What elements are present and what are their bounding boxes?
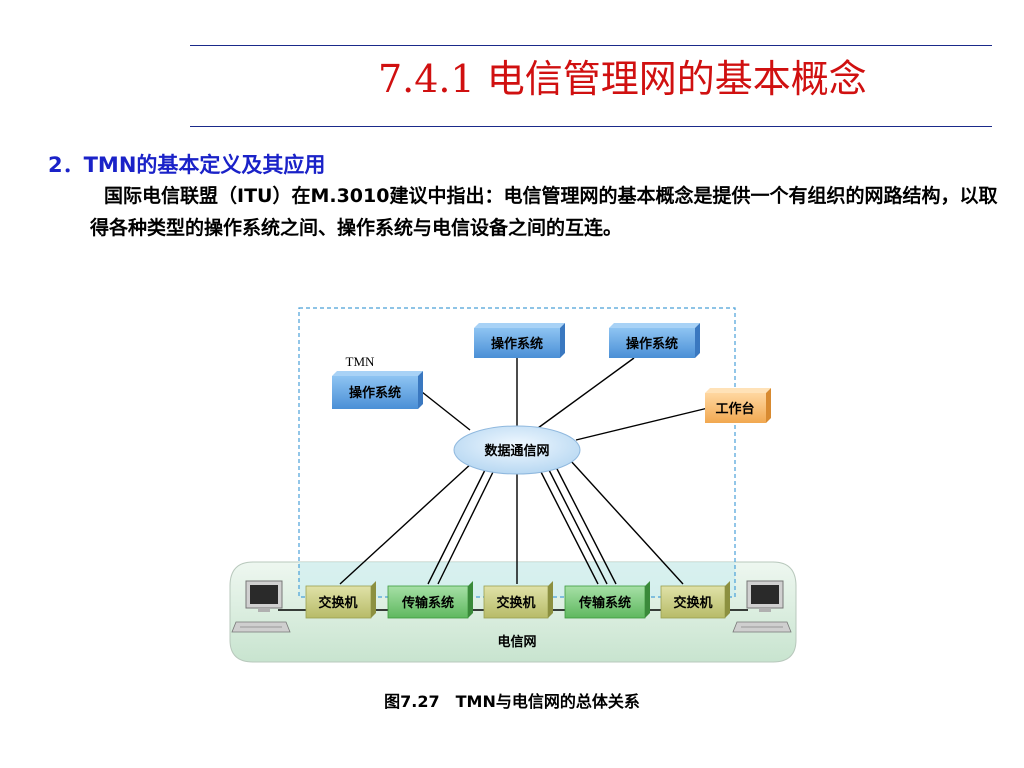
tmn-label: TMN <box>346 354 376 369</box>
node-transmission-1: 传输系统 <box>387 581 473 619</box>
body-paragraph-text: 国际电信联盟（ITU）在M.3010建议中指出：电信管理网的基本概念是提供一个有… <box>90 185 998 239</box>
slide-title: 7.4.1 电信管理网的基本概念 <box>378 57 867 101</box>
telecom-network-label: 电信网 <box>497 634 536 650</box>
node-transmission-2-label: 传输系统 <box>578 595 631 611</box>
bottom-rule <box>190 126 992 127</box>
os-right-label: 操作系统 <box>626 336 678 352</box>
section-heading: 2．TMN的基本定义及其应用 <box>48 153 326 177</box>
connection-lines <box>278 356 748 611</box>
node-switch-1: 交换机 <box>305 581 376 619</box>
dcn-ellipse: 数据通信网 <box>453 425 581 475</box>
os-box-mid: 操作系统 <box>474 323 565 358</box>
dcn-label: 数据通信网 <box>484 443 549 459</box>
os-left-label: 操作系统 <box>349 385 401 401</box>
node-switch-2-label: 交换机 <box>496 595 535 611</box>
workstation-label: 工作台 <box>715 401 754 417</box>
tmn-diagram: TMN 操作系统 操作系统 操作系统 工 <box>229 307 797 663</box>
node-transmission-1-label: 传输系统 <box>401 595 454 611</box>
node-switch-3: 交换机 <box>660 581 730 619</box>
top-rule <box>190 45 992 46</box>
node-switch-3-label: 交换机 <box>673 595 712 611</box>
os-mid-label: 操作系统 <box>491 336 543 352</box>
node-switch-2: 交换机 <box>483 581 553 619</box>
computer-icon-right <box>732 580 792 633</box>
computer-icon-left <box>231 580 291 633</box>
os-box-left: 操作系统 <box>332 371 423 409</box>
node-switch-1-label: 交换机 <box>318 595 357 611</box>
figure-caption: 图7.27 TMN与电信网的总体关系 <box>384 692 640 711</box>
node-transmission-2: 传输系统 <box>564 581 650 619</box>
os-box-right: 操作系统 <box>609 323 700 358</box>
tmn-boundary <box>298 307 736 598</box>
body-paragraph: 国际电信联盟（ITU）在M.3010建议中指出：电信管理网的基本概念是提供一个有… <box>90 180 1005 244</box>
workstation-box: 工作台 <box>705 388 771 423</box>
